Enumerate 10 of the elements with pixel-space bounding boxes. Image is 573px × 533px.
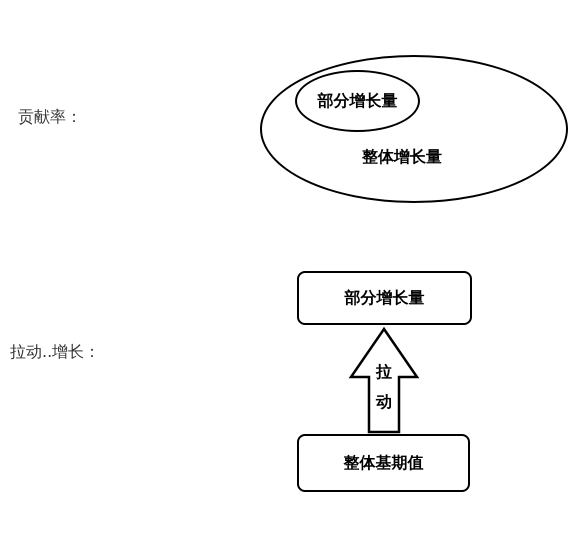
node-text: 部分增长量: [344, 287, 424, 309]
node-text: 整体基期值: [344, 452, 424, 474]
edge-label: 拉动: [376, 361, 392, 414]
side-label: 贡献率：: [18, 106, 82, 128]
node-text: 整体增长量: [362, 146, 442, 168]
side-label: 拉动..增长：: [10, 341, 100, 363]
node-text: 部分增长量: [318, 90, 398, 112]
rounded-box-node: [297, 271, 472, 325]
rounded-box-node: [297, 434, 470, 492]
block-arrow: [348, 326, 420, 434]
